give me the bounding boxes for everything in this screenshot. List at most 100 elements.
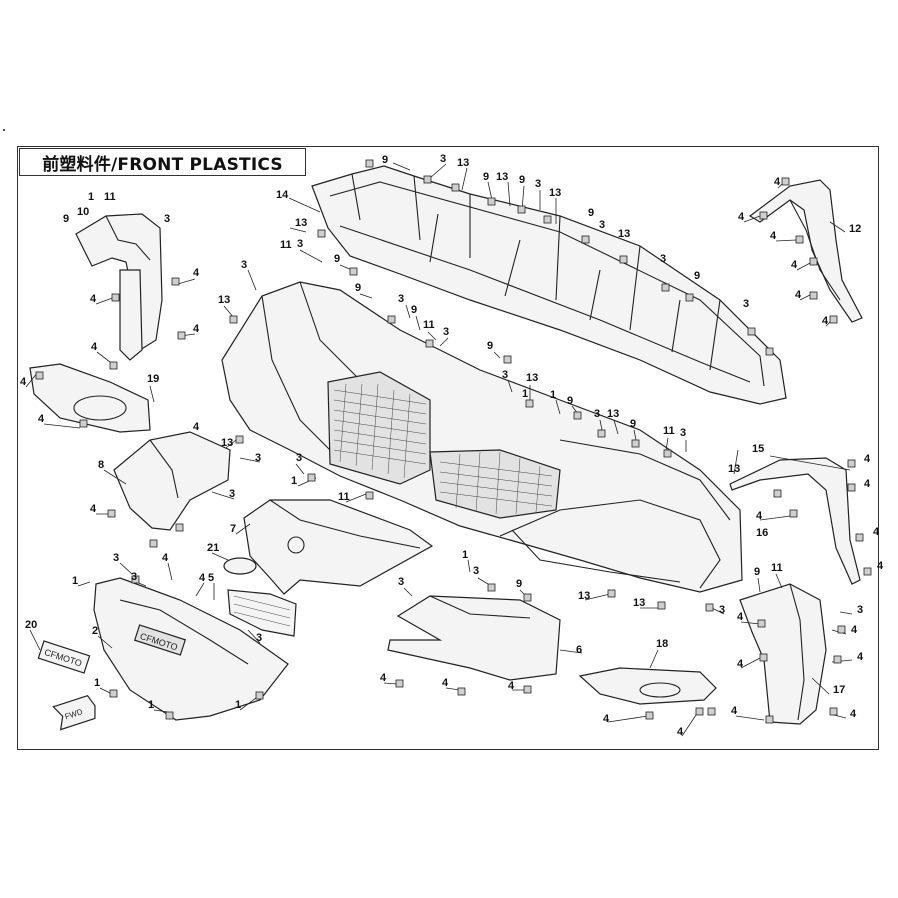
callout-9: 9 xyxy=(334,253,340,265)
callout-4: 4 xyxy=(873,526,880,538)
callout-4: 4 xyxy=(193,421,200,433)
callout-3: 3 xyxy=(594,408,600,420)
callout-3: 3 xyxy=(398,576,404,588)
callout-13: 13 xyxy=(526,372,538,384)
callout-5: 5 xyxy=(208,572,214,584)
callout-3: 3 xyxy=(440,153,446,165)
callout-4: 4 xyxy=(90,503,97,515)
part-6-side-panel xyxy=(387,595,561,681)
leader-lines xyxy=(25,162,853,737)
callout-13: 13 xyxy=(607,408,619,420)
callout-4: 4 xyxy=(822,315,829,327)
callout-3: 3 xyxy=(241,259,247,271)
callout-1: 1 xyxy=(235,699,241,711)
callout-3: 3 xyxy=(256,632,262,644)
part-15-right-fender-trim xyxy=(729,457,861,585)
callout-3: 3 xyxy=(719,604,725,616)
callout-1: 1 xyxy=(522,388,528,400)
callout-4: 4 xyxy=(737,658,744,670)
callout-16: 16 xyxy=(756,527,768,539)
callout-4: 4 xyxy=(677,726,684,738)
callout-4: 4 xyxy=(795,289,802,301)
callout-13: 13 xyxy=(457,157,469,169)
callout-3: 3 xyxy=(113,552,119,564)
part-17-right-lower-fender xyxy=(739,583,827,725)
callout-9: 9 xyxy=(694,270,700,282)
callout-13: 13 xyxy=(221,437,233,449)
callout-1: 1 xyxy=(72,575,78,587)
callout-4: 4 xyxy=(738,211,745,223)
callout-17: 17 xyxy=(833,684,845,696)
callout-1: 1 xyxy=(462,549,468,561)
callout-4: 4 xyxy=(864,478,871,490)
callout-9: 9 xyxy=(487,340,493,352)
callout-9: 9 xyxy=(519,174,525,186)
callout-21: 21 xyxy=(207,542,219,554)
callout-3: 3 xyxy=(660,253,666,265)
callout-11: 11 xyxy=(423,319,435,331)
callout-4: 4 xyxy=(442,677,449,689)
part-8-left-cover xyxy=(113,431,231,531)
callout-11: 11 xyxy=(771,562,783,574)
part-12-right-upper-trim xyxy=(748,179,863,323)
callout-3: 3 xyxy=(857,604,863,616)
callout-6: 6 xyxy=(576,644,582,656)
callout-3: 3 xyxy=(131,571,137,583)
callout-3: 3 xyxy=(680,427,686,439)
callout-2: 2 xyxy=(92,625,98,637)
callout-1: 1 xyxy=(550,389,556,401)
part-18-deflector xyxy=(578,667,717,705)
part-left-upper-bracket xyxy=(75,213,163,361)
callout-3: 3 xyxy=(398,293,404,305)
callout-4: 4 xyxy=(199,572,206,584)
callout-9: 9 xyxy=(630,418,636,430)
callout-4: 4 xyxy=(877,560,884,572)
callout-3: 3 xyxy=(229,488,235,500)
callout-13: 13 xyxy=(295,217,307,229)
callout-13: 13 xyxy=(578,590,590,602)
corner-mark xyxy=(3,129,5,131)
callout-3: 3 xyxy=(743,298,749,310)
callout-15: 15 xyxy=(752,443,764,455)
callout-3: 3 xyxy=(535,178,541,190)
callout-4: 4 xyxy=(850,708,857,720)
part-21-emblem xyxy=(223,557,257,575)
callout-10: 10 xyxy=(77,206,89,218)
callout-1: 1 xyxy=(88,191,94,203)
callout-9: 9 xyxy=(382,154,388,166)
callout-3: 3 xyxy=(296,452,302,464)
callout-4: 4 xyxy=(756,510,763,522)
callout-4: 4 xyxy=(603,713,610,725)
callout-4: 4 xyxy=(857,651,864,663)
callout-12: 12 xyxy=(849,223,861,235)
callout-13: 13 xyxy=(633,597,645,609)
callout-4: 4 xyxy=(791,259,798,271)
callout-8: 8 xyxy=(98,459,104,471)
callout-1: 1 xyxy=(291,475,297,487)
callout-4: 4 xyxy=(731,705,738,717)
callout-13: 13 xyxy=(218,294,230,306)
callout-3: 3 xyxy=(502,369,508,381)
callout-4: 4 xyxy=(38,413,45,425)
callout-9: 9 xyxy=(483,171,489,183)
callout-13: 13 xyxy=(618,228,630,240)
part-14-upper-frame xyxy=(311,165,787,405)
callout-9: 9 xyxy=(355,282,361,294)
callout-4: 4 xyxy=(20,376,27,388)
callout-4: 4 xyxy=(508,680,515,692)
callout-9: 9 xyxy=(411,304,417,316)
callout-11: 11 xyxy=(338,491,350,503)
part-16-front-hood xyxy=(221,281,743,593)
callout-3: 3 xyxy=(599,219,605,231)
callout-7: 7 xyxy=(230,523,236,535)
callout-4: 4 xyxy=(193,267,200,279)
callout-9: 9 xyxy=(588,207,594,219)
callout-4: 4 xyxy=(162,552,169,564)
callout-1: 1 xyxy=(148,699,154,711)
callout-9: 9 xyxy=(567,395,573,407)
callout-4: 4 xyxy=(91,341,98,353)
callout-9: 9 xyxy=(754,566,760,578)
callout-3: 3 xyxy=(255,452,261,464)
